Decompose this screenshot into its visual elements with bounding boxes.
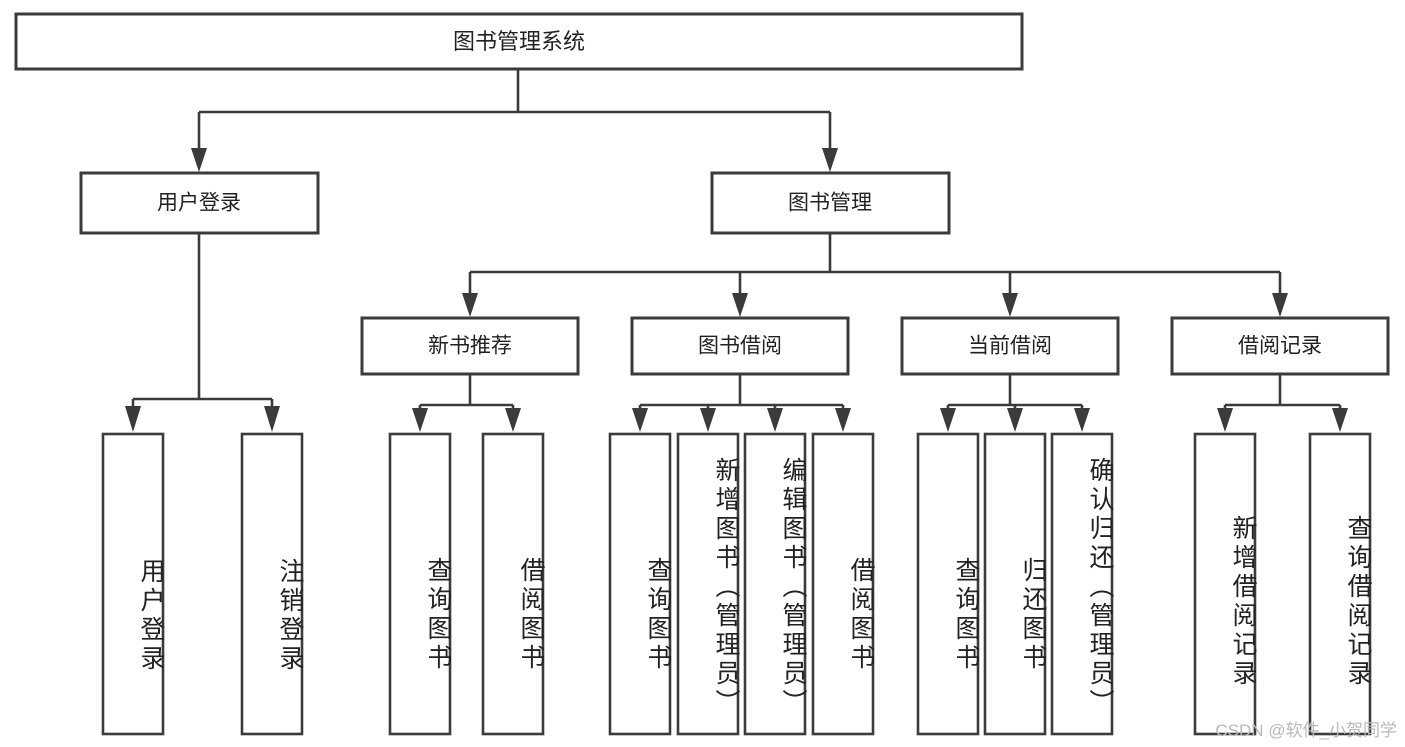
arrow-head-book-manage (822, 148, 838, 172)
arrow-head-currentborrow-leaf2 (1007, 408, 1023, 432)
connector-userlogin-to-leaves (125, 233, 280, 432)
leaf-box-logout[interactable] (240, 432, 304, 736)
node-root-box[interactable] (14, 12, 1024, 71)
arrow-head-bookborrow-leaf1 (632, 408, 648, 432)
arrow-head-user-login (191, 148, 207, 172)
arrow-head-newbook (462, 293, 478, 317)
watermark-label: CSDN @软件_小贺同学 (1215, 721, 1397, 740)
node-book-manage[interactable]: 图书管理 (710, 171, 951, 235)
node-user-login-box[interactable] (79, 171, 320, 235)
arrow-head-newbook-leaf1 (412, 408, 428, 432)
arrow-head-newbook-leaf2 (505, 408, 521, 432)
arrow-head-leaf-user-login (125, 406, 141, 432)
leaf-box-borrow-book-nb[interactable] (481, 432, 545, 736)
leaf-box-add-record-br[interactable] (1193, 432, 1257, 736)
arrow-head-currentborrow-leaf3 (1074, 408, 1090, 432)
node-root[interactable]: 图书管理系统 (14, 12, 1024, 71)
node-root-label: 图书管理系统 (453, 29, 585, 54)
arrow-head-bookborrow (732, 293, 748, 317)
node-new-book-recommend-box[interactable] (360, 316, 580, 376)
leaf-box-query-record-br[interactable] (1308, 432, 1372, 736)
leaf-box-confirm-return-cb[interactable] (1050, 432, 1114, 736)
arrow-head-currentborrow-leaf1 (940, 408, 956, 432)
node-book-manage-box[interactable] (710, 171, 951, 235)
leaf-box-edit-book-bb[interactable] (743, 432, 807, 736)
connector-borrowrecord-to-leaves (1217, 374, 1348, 432)
connector-newbook-to-leaves (412, 374, 521, 432)
arrow-head-borrowrecord-leaf1 (1217, 408, 1233, 432)
node-borrow-record[interactable]: 借阅记录 (1170, 316, 1390, 376)
leaf-box-query-book-bb[interactable] (608, 432, 672, 736)
node-book-borrow-box[interactable] (630, 316, 850, 376)
leaf-box-user-login[interactable] (101, 432, 165, 736)
arrow-head-borrowrecord-leaf2 (1332, 408, 1348, 432)
node-current-borrow[interactable]: 当前借阅 (900, 316, 1120, 376)
leaf-box-return-book-cb[interactable] (983, 432, 1047, 736)
arrow-head-bookborrow-leaf3 (767, 408, 783, 432)
node-book-borrow[interactable]: 图书借阅 (630, 316, 850, 376)
node-borrow-record-box[interactable] (1170, 316, 1390, 376)
node-book-manage-label: 图书管理 (788, 192, 872, 215)
node-new-book-recommend[interactable]: 新书推荐 (360, 316, 580, 376)
leaf-box-borrow-book-bb[interactable] (811, 432, 875, 736)
arrow-head-currentborrow (1002, 293, 1018, 317)
node-book-borrow-label: 图书借阅 (698, 335, 782, 358)
arrow-head-bookborrow-leaf4 (835, 408, 851, 432)
connector-root-to-level1 (191, 70, 838, 172)
arrow-head-borrowrecord (1272, 293, 1288, 317)
node-user-login[interactable]: 用户登录 (79, 171, 320, 235)
leaf-box-query-book-nb[interactable] (388, 432, 452, 736)
leaf-box-query-book-cb[interactable] (916, 432, 980, 736)
arrow-head-leaf-logout (264, 406, 280, 432)
connector-bookborrow-to-leaves (632, 374, 851, 432)
node-new-book-recommend-label: 新书推荐 (428, 335, 512, 358)
leaf-box-add-book-bb[interactable] (676, 432, 740, 736)
node-current-borrow-label: 当前借阅 (968, 335, 1052, 358)
node-current-borrow-box[interactable] (900, 316, 1120, 376)
node-borrow-record-label: 借阅记录 (1238, 335, 1322, 358)
connector-currentborrow-to-leaves (940, 374, 1090, 432)
node-user-login-label: 用户登录 (157, 192, 241, 215)
arrow-head-bookborrow-leaf2 (700, 408, 716, 432)
connector-bookmanage-to-level2 (462, 233, 1288, 317)
